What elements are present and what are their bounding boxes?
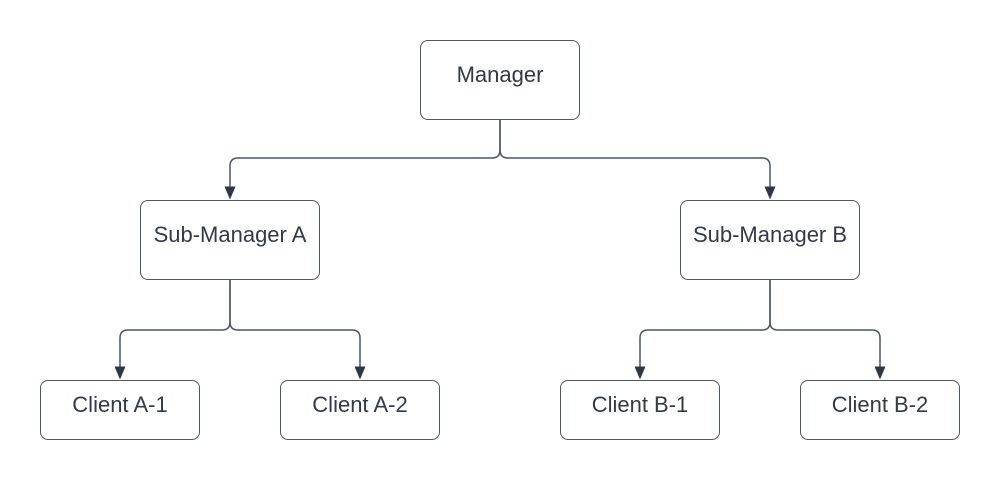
arrowhead-client-b1 [634, 366, 646, 380]
arrowhead-client-a1 [114, 366, 126, 380]
edge-sub-manager-b-to-client-b2 [769, 280, 881, 367]
edge-sub-manager-a-to-client-a1 [119, 280, 231, 367]
arrowhead-client-b2 [874, 366, 886, 380]
node-client-b1[interactable]: Client B-1 [560, 380, 720, 440]
node-sub-manager-b-label: Sub-Manager B [692, 222, 848, 247]
node-client-a1-label: Client A-1 [72, 392, 168, 417]
node-client-b2[interactable]: Client B-2 [800, 380, 960, 440]
edge-sub-manager-a-to-client-a2 [229, 280, 361, 367]
node-client-b1-label: Client B-1 [591, 392, 689, 417]
arrowhead-client-a2 [354, 366, 366, 380]
edge-manager-to-sub-manager-a [229, 120, 501, 187]
edge-sub-manager-b-to-client-b1 [639, 280, 771, 367]
node-client-a2-label: Client A-2 [312, 392, 408, 417]
edge-manager-to-sub-manager-b [499, 120, 771, 187]
node-manager[interactable]: Manager [420, 40, 580, 120]
arrowhead-sub-manager-b [764, 186, 776, 200]
node-sub-manager-a-label: Sub-Manager A [153, 222, 307, 247]
node-client-a1[interactable]: Client A-1 [40, 380, 200, 440]
node-client-a2[interactable]: Client A-2 [280, 380, 440, 440]
node-sub-manager-a[interactable]: Sub-Manager A [140, 200, 320, 280]
arrowhead-sub-manager-a [224, 186, 236, 200]
node-manager-label: Manager [456, 62, 544, 87]
node-sub-manager-b[interactable]: Sub-Manager B [680, 200, 860, 280]
node-client-b2-label: Client B-2 [831, 392, 929, 417]
